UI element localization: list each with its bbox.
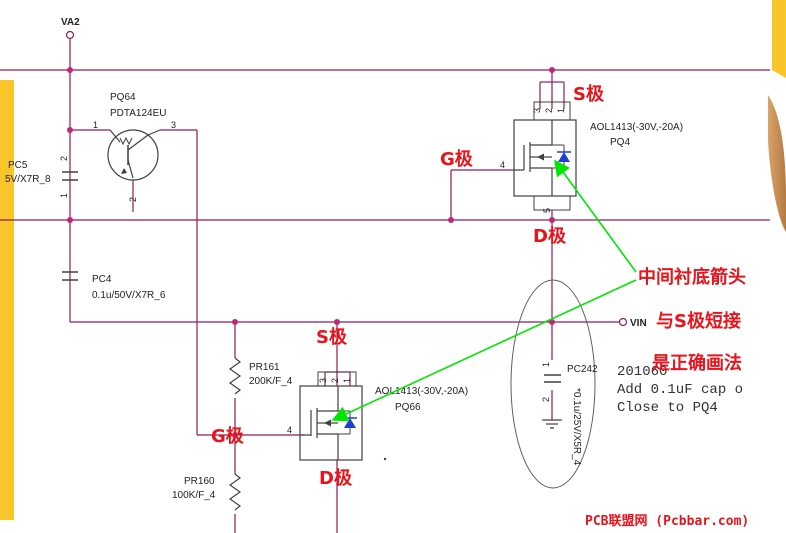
svg-text:与S极短接: 与S极短接 <box>656 310 741 332</box>
net-va2: VA2 <box>61 17 80 40</box>
svg-text:4: 4 <box>500 160 505 170</box>
svg-text:PC5: PC5 <box>8 160 28 171</box>
pq66-s-pole-label: S极 <box>316 327 348 348</box>
schematic-comment: 201060 Add 0.1uF cap o Close to PQ4 <box>617 364 743 416</box>
svg-text:PQ4: PQ4 <box>610 137 630 148</box>
svg-text:2: 2 <box>128 197 138 202</box>
resistor-pr161: PR161 200K/F_4 <box>228 357 293 398</box>
net-vin: VIN <box>618 317 647 329</box>
svg-text:PR161: PR161 <box>249 362 280 373</box>
svg-text:5V/X7R_8: 5V/X7R_8 <box>5 174 51 185</box>
right-accent-wood <box>768 95 786 232</box>
svg-text:是正确画法: 是正确画法 <box>651 352 742 374</box>
mosfet-pq4: 3 2 1 5 4 AOL1413(-30V,-20A) PQ4 <box>500 101 683 213</box>
annotation-note: 中间衬底箭头 与S极短接 是正确画法 <box>638 266 746 374</box>
svg-text:AOL1413(-30V,-20A): AOL1413(-30V,-20A) <box>375 386 468 397</box>
svg-text:PQ64: PQ64 <box>110 92 136 103</box>
capacitor-pc5: PC5 5V/X7R_8 2 1 <box>5 156 78 198</box>
svg-text:Close to PQ4: Close to PQ4 <box>617 400 718 416</box>
wires <box>0 35 770 533</box>
svg-text:VIN: VIN <box>630 318 647 329</box>
svg-text:201060: 201060 <box>617 364 667 380</box>
svg-text:2: 2 <box>59 156 69 161</box>
svg-text:1: 1 <box>342 378 352 383</box>
annotation-arrow-pq4 <box>554 159 637 273</box>
svg-text:5: 5 <box>542 208 552 213</box>
svg-text:0.1u/50V/X7R_6: 0.1u/50V/X7R_6 <box>92 290 166 301</box>
svg-text:4: 4 <box>287 425 292 435</box>
svg-text:PR160: PR160 <box>184 476 215 487</box>
svg-text:3: 3 <box>171 120 176 130</box>
pq4-s-pole-label: S极 <box>573 84 605 105</box>
annotation-arrow-pq66 <box>331 279 637 422</box>
svg-text:*0.1u/25V/X5R_4: *0.1u/25V/X5R_4 <box>571 388 582 466</box>
svg-text:PC4: PC4 <box>92 274 112 285</box>
svg-text:100K/F_4: 100K/F_4 <box>172 490 216 501</box>
junctions <box>67 67 555 438</box>
svg-text:PC242: PC242 <box>567 364 598 375</box>
svg-text:2: 2 <box>330 378 340 383</box>
capacitor-pc4: PC4 0.1u/50V/X7R_6 <box>62 271 166 301</box>
svg-text:PQ66: PQ66 <box>395 402 421 413</box>
svg-text:2: 2 <box>541 397 551 402</box>
mosfet-pq66: 3 2 1 4 AOL1413(-30V,-20A) PQ66 <box>287 371 468 461</box>
pq4-g-pole-label: G极 <box>440 149 474 170</box>
svg-text:1: 1 <box>541 362 551 367</box>
capacitor-pc242: PC242 *0.1u/25V/X5R_4 1 2 <box>510 279 598 489</box>
watermark-credit: PCB联盟网 (Pcbbar.com) <box>585 513 749 529</box>
svg-text:3: 3 <box>532 108 542 113</box>
left-accent-bar <box>0 80 14 520</box>
svg-text:1: 1 <box>556 108 566 113</box>
pq4-d-pole-label: D极 <box>533 226 567 247</box>
svg-text:AOL1413(-30V,-20A): AOL1413(-30V,-20A) <box>590 122 683 133</box>
svg-text:PDTA124EU: PDTA124EU <box>110 108 167 119</box>
svg-text:200K/F_4: 200K/F_4 <box>249 376 293 387</box>
resistor-pr160: PR160 100K/F_4 <box>172 473 242 514</box>
pq66-g-pole-label: G极 <box>211 426 245 447</box>
svg-text:Add 0.1uF cap o: Add 0.1uF cap o <box>617 382 743 398</box>
svg-text:3: 3 <box>318 378 328 383</box>
svg-text:2: 2 <box>544 108 554 113</box>
svg-text:中间衬底箭头: 中间衬底箭头 <box>638 266 746 288</box>
svg-text:1: 1 <box>93 120 98 130</box>
transistor-pq64: PQ64 PDTA124EU 1 3 2 <box>93 92 176 202</box>
right-accent-top <box>772 0 786 78</box>
svg-text:VA2: VA2 <box>61 17 80 28</box>
pq66-d-pole-label: D极 <box>319 468 353 489</box>
svg-text:1: 1 <box>59 193 69 198</box>
